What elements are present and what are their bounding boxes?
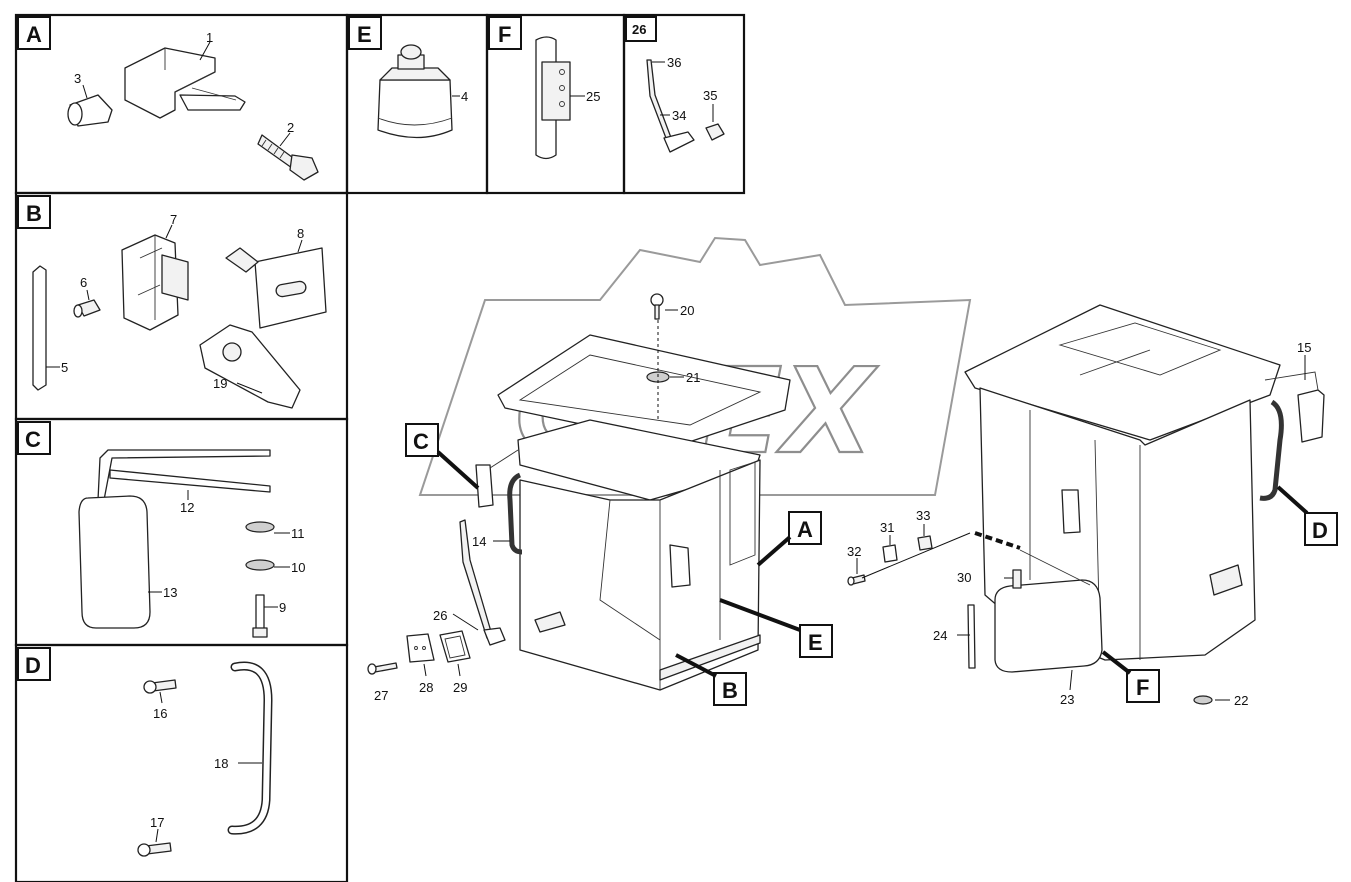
callout-c: C	[405, 423, 480, 490]
part-number-label: 32	[847, 544, 861, 559]
part-number-label: 18	[214, 756, 228, 771]
panel-e-parts: 4	[377, 44, 468, 139]
part-number-label: 36	[667, 55, 681, 70]
part-number-label: 1	[206, 30, 213, 45]
main-cab-right: 15 30 24 23 22 31 32 33	[847, 304, 1325, 708]
part-number-label: 27	[374, 688, 388, 703]
part-number-label: 19	[213, 376, 227, 391]
badge-label: B	[26, 201, 42, 226]
part-number-label: 13	[163, 585, 177, 600]
panel-26-parts: 36 34 35	[646, 55, 725, 153]
part-number-label: 6	[80, 275, 87, 290]
mirror-glass-part	[78, 495, 151, 629]
panel-c-parts: 12 11 10 9 13	[78, 449, 305, 638]
badge-label: A	[26, 22, 42, 47]
callout-b: B	[675, 653, 747, 706]
panel-badge-d: D	[17, 647, 51, 681]
part-number-label: 34	[672, 108, 686, 123]
panel-b-parts: 5 6 7 8 19	[32, 212, 327, 409]
part-number-label: 8	[297, 226, 304, 241]
bolt-part	[255, 594, 265, 631]
door-panel-part	[994, 579, 1103, 673]
part-number-label: 33	[916, 508, 930, 523]
badge-label: E	[808, 630, 823, 655]
panel-badge-26: 26	[625, 16, 657, 42]
badge-label: F	[1136, 675, 1149, 700]
detail-panels	[14, 13, 746, 882]
badge-label: E	[357, 22, 372, 47]
part-number-label: 28	[419, 680, 433, 695]
part-number-label: 22	[1234, 693, 1248, 708]
part-number-label: 15	[1297, 340, 1311, 355]
part-number-label: 31	[880, 520, 894, 535]
part-number-label: 9	[279, 600, 286, 615]
part-number-label: 17	[150, 815, 164, 830]
badge-label: D	[1312, 518, 1328, 543]
hook-part	[199, 324, 301, 409]
badge-label: F	[498, 22, 511, 47]
badge-label: 26	[632, 22, 646, 37]
panel-badge-b: B	[17, 195, 51, 229]
wiper-parts: 26 27 28 29	[367, 519, 506, 703]
panel-badge-c: C	[17, 421, 51, 455]
callout-f: F	[1101, 650, 1160, 703]
part-number-label: 2	[287, 120, 294, 135]
part-number-label: 26	[433, 608, 447, 623]
callout-a: A	[756, 511, 822, 567]
part-number-label: 7	[170, 212, 177, 227]
part-number-label: 4	[461, 89, 468, 104]
panel-d-parts: 16 18 17	[137, 661, 273, 857]
badge-label: B	[722, 678, 738, 703]
part-number-label: 14	[472, 534, 486, 549]
rail-part	[32, 265, 47, 391]
reservoir-part	[377, 79, 453, 139]
badge-label: D	[25, 653, 41, 678]
main-cab-left: 20 21 14	[472, 293, 791, 691]
part-number-label: 23	[1060, 692, 1074, 707]
part-number-label: 24	[933, 628, 947, 643]
mirror-arm-part	[646, 59, 674, 147]
panel-badge-a: A	[17, 16, 51, 50]
panel-badge-e: E	[348, 16, 382, 50]
part-number-label: 21	[686, 370, 700, 385]
part-number-label: 30	[957, 570, 971, 585]
part-number-label: 35	[703, 88, 717, 103]
callout-e: E	[719, 598, 833, 658]
badge-label: A	[797, 517, 813, 542]
part-number-label: 25	[586, 89, 600, 104]
part-number-label: 11	[291, 526, 305, 541]
part-number-label: 20	[680, 303, 694, 318]
part-number-label: 10	[291, 560, 305, 575]
part-number-label: 16	[153, 706, 167, 721]
panel-a-parts: 1 2 3	[67, 30, 319, 181]
badge-label: C	[413, 429, 429, 454]
part-number-label: 3	[74, 71, 81, 86]
panel-badge-f: F	[488, 16, 522, 50]
part-number-label: 12	[180, 500, 194, 515]
part-number-label: 29	[453, 680, 467, 695]
badge-label: C	[25, 427, 41, 452]
callout-d: D	[1276, 485, 1338, 546]
part-number-label: 5	[61, 360, 68, 375]
panel-f-parts: 25	[535, 36, 600, 160]
